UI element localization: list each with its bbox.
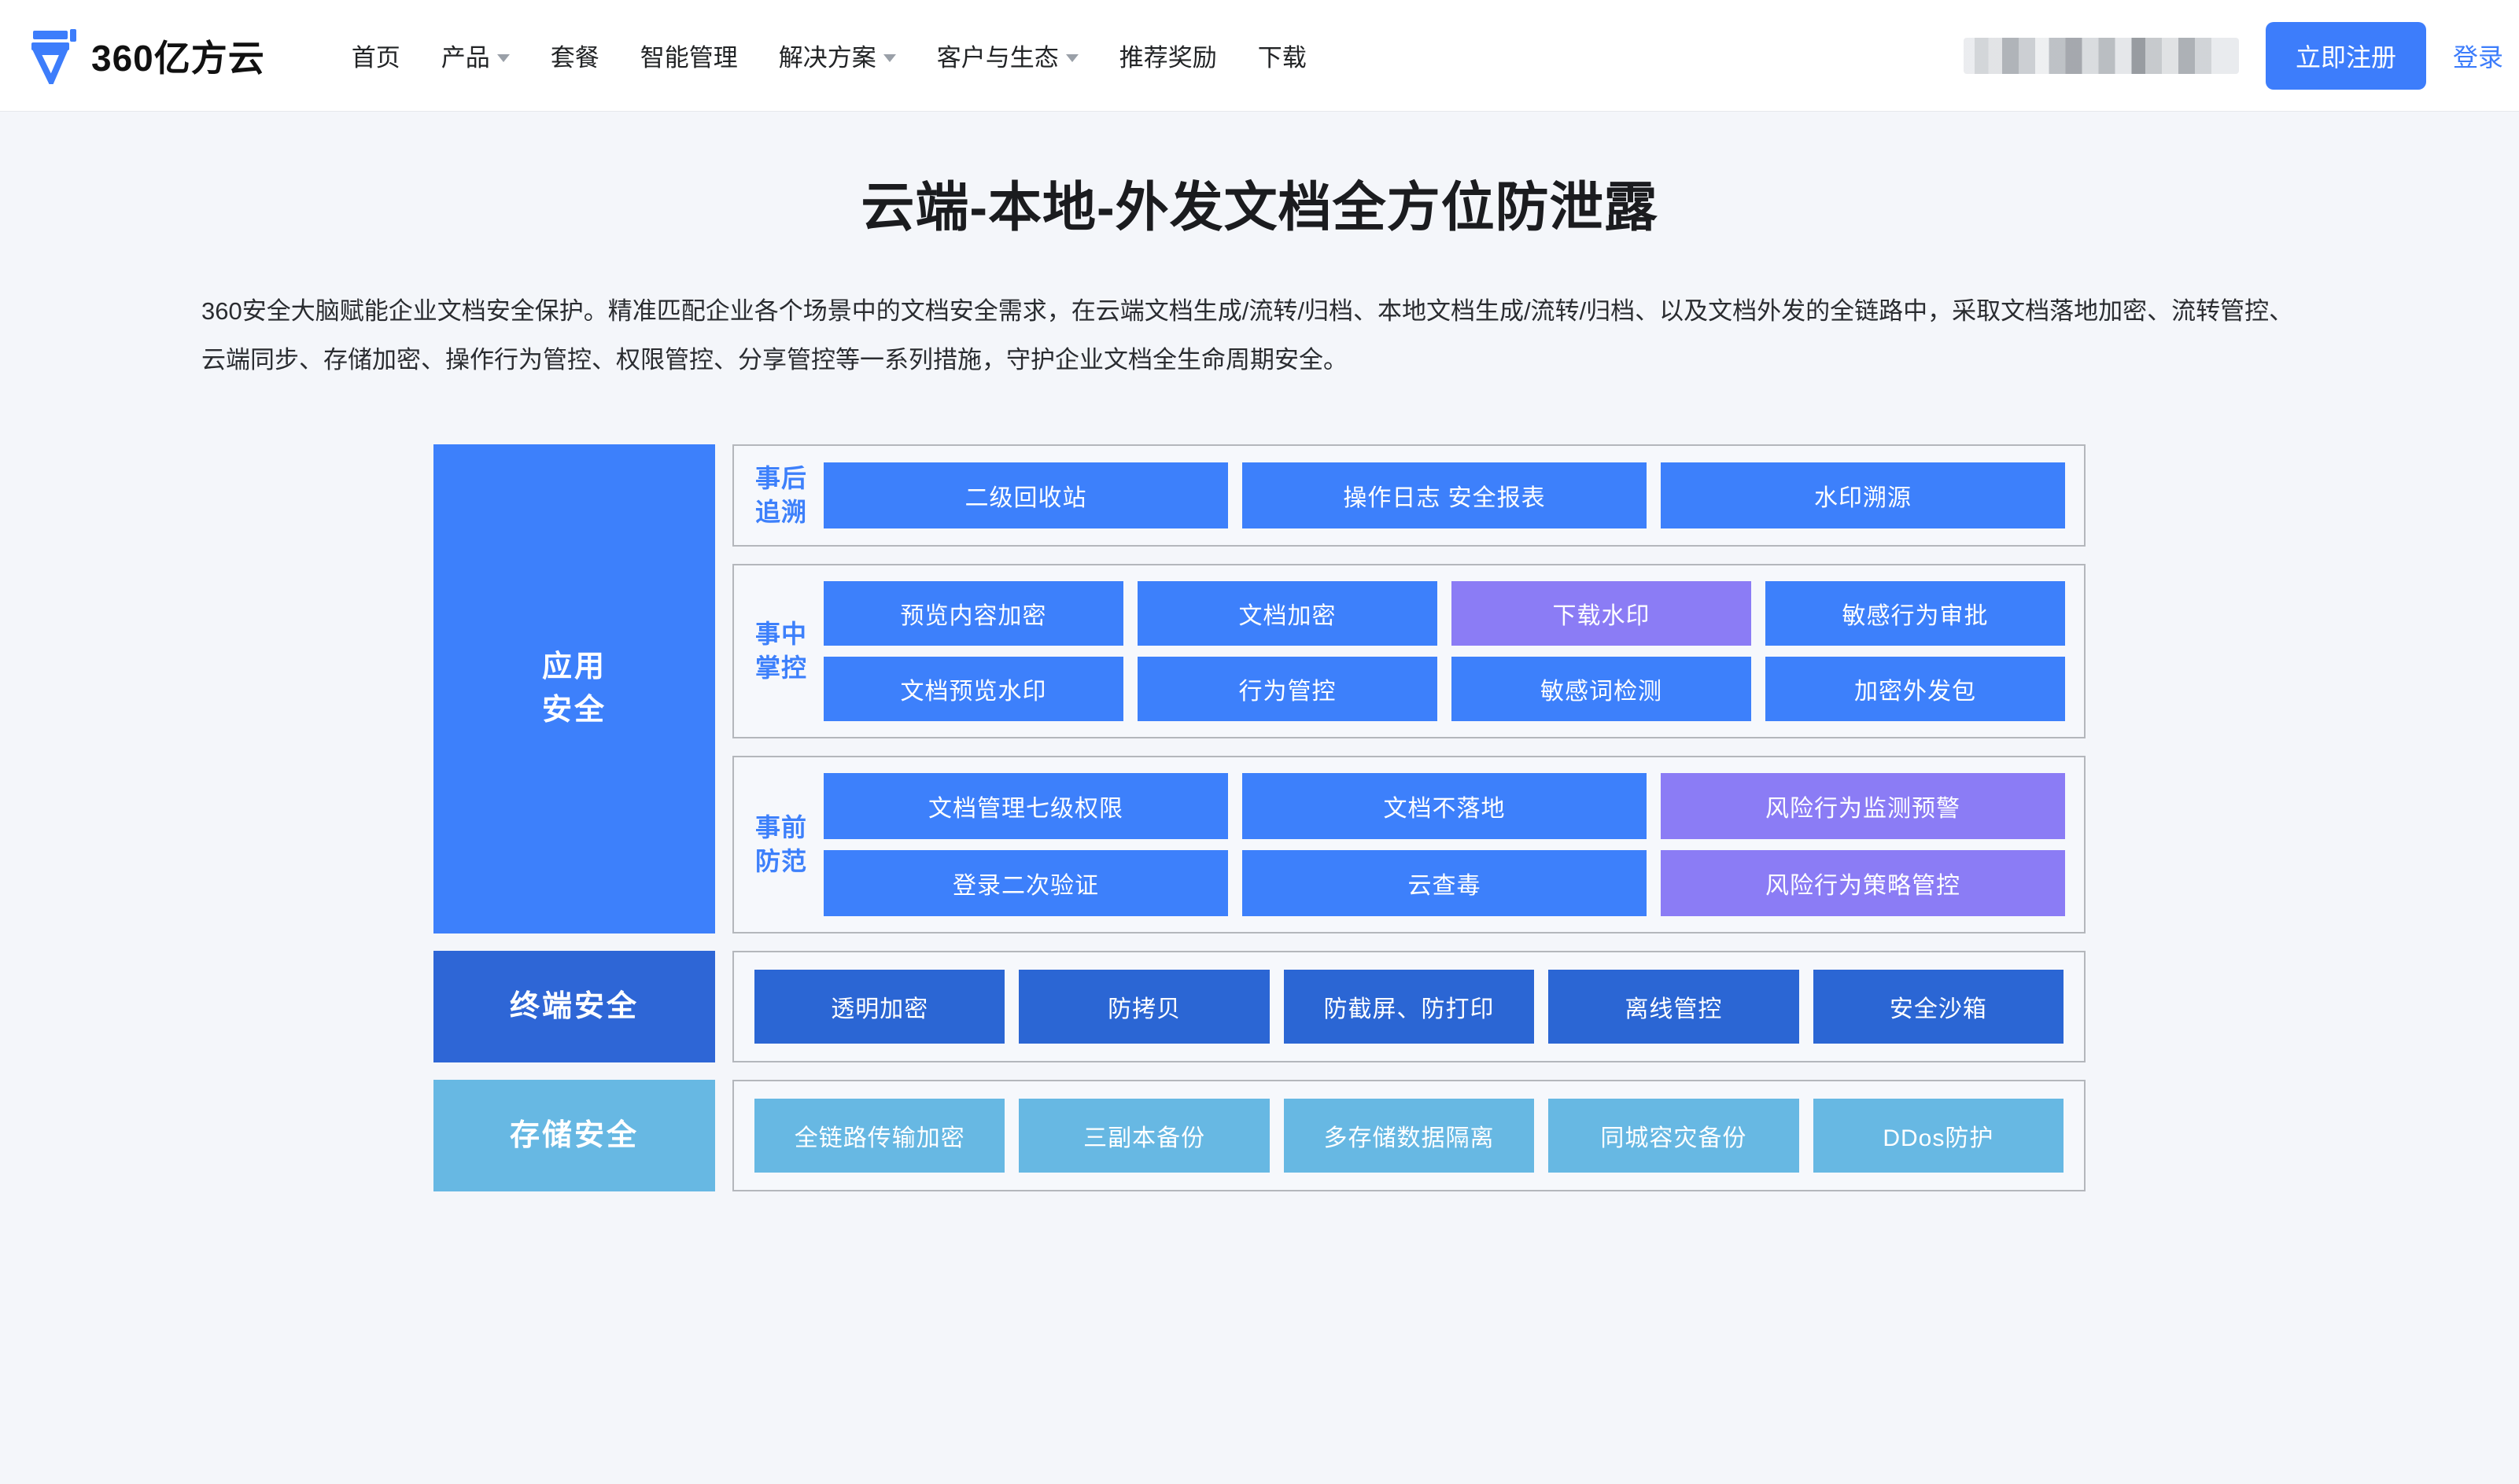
- storage-security-groups: 全链路传输加密 三副本备份 多存储数据隔离 同城容灾备份 DDos防护: [732, 1080, 2086, 1192]
- nav-item-home[interactable]: 首页: [331, 0, 421, 112]
- group-panel-pre-incident-prevention: 事前 防范 文档管理七级权限 文档不落地 风险行为监测预警 登录二次验证 云查毒…: [732, 756, 2086, 934]
- brand-name: 360亿方云: [91, 37, 265, 79]
- tile-grid: 透明加密 防拷贝 防截屏、防打印 离线管控 安全沙箱: [754, 970, 2064, 1044]
- band-terminal-security: 终端安全 透明加密 防拷贝 防截屏、防打印 离线管控 安全沙箱: [433, 951, 2086, 1063]
- tile-triple-replica-backup[interactable]: 三副本备份: [1019, 1099, 1270, 1173]
- chevron-down-icon: [1065, 53, 1079, 62]
- band-storage-security: 存储安全 全链路传输加密 三副本备份 多存储数据隔离 同城容灾备份 DDos防护: [433, 1080, 2086, 1192]
- group-label-line1: 事中: [754, 620, 807, 649]
- group-panel-post-incident-trace: 事后 追溯 二级回收站 操作日志 安全报表 水印溯源: [732, 444, 2086, 547]
- category-label-application-security: 应用 安全: [433, 444, 715, 934]
- tile-row: 二级回收站 操作日志 安全报表 水印溯源: [824, 462, 2065, 529]
- tile-anti-screenshot-anti-print[interactable]: 防截屏、防打印: [1283, 970, 1535, 1044]
- nav-label: 产品: [441, 44, 490, 72]
- group-panel-terminal-security: 透明加密 防拷贝 防截屏、防打印 离线管控 安全沙箱: [732, 951, 2086, 1063]
- nav-item-solutions[interactable]: 解决方案: [758, 0, 917, 112]
- group-label-in-process-control: 事中 掌控: [753, 617, 810, 685]
- nav-label: 首页: [351, 44, 400, 72]
- page-title: 云端-本地-外发文档全方位防泄露: [861, 178, 1658, 238]
- tile-risk-behavior-policy-control[interactable]: 风险行为策略管控: [1661, 850, 2065, 917]
- group-label-post-incident-trace: 事后 追溯: [753, 462, 810, 529]
- main-nav: 首页 产品 套餐 智能管理 解决方案 客户与生态 推荐奖励 下载: [331, 0, 1327, 112]
- tile-security-sandbox[interactable]: 安全沙箱: [1813, 970, 2064, 1044]
- chevron-down-icon: [496, 53, 510, 62]
- tile-no-local-document-landing[interactable]: 文档不落地: [1242, 773, 1647, 840]
- group-label-line2: 追溯: [754, 498, 807, 527]
- tile-transparent-encryption[interactable]: 透明加密: [754, 970, 1005, 1044]
- tile-grid: 预览内容加密 文档加密 下载水印 敏感行为审批 文档预览水印 行为管控 敏感词检…: [824, 581, 2065, 722]
- tile-download-watermark[interactable]: 下载水印: [1451, 581, 1751, 646]
- tile-offline-control[interactable]: 离线管控: [1548, 970, 1799, 1044]
- category-label-line2: 安全: [541, 694, 607, 727]
- security-architecture-diagram: 应用 安全 事后 追溯 二级回收站 操作日志 安全报表 水印溯源: [433, 444, 2086, 1192]
- category-label-terminal-security: 终端安全: [433, 951, 715, 1063]
- tile-secondary-recycle-bin[interactable]: 二级回收站: [824, 462, 1228, 529]
- tile-multi-storage-data-isolation[interactable]: 多存储数据隔离: [1283, 1099, 1535, 1173]
- application-security-groups: 事后 追溯 二级回收站 操作日志 安全报表 水印溯源 事中 掌控: [732, 444, 2086, 934]
- tile-encrypted-outbound-package[interactable]: 加密外发包: [1765, 657, 2065, 722]
- tile-risk-behavior-monitoring-alert[interactable]: 风险行为监测预警: [1661, 773, 2065, 840]
- tile-preview-content-encryption[interactable]: 预览内容加密: [824, 581, 1123, 646]
- tile-grid: 文档管理七级权限 文档不落地 风险行为监测预警 登录二次验证 云查毒 风险行为策…: [824, 773, 2065, 917]
- hero-section: 云端-本地-外发文档全方位防泄露 360安全大脑赋能企业文档安全保护。精准匹配企…: [0, 112, 2519, 385]
- tile-behavior-control[interactable]: 行为管控: [1138, 657, 1437, 722]
- nav-label: 推荐奖励: [1119, 44, 1217, 72]
- tile-row: 预览内容加密 文档加密 下载水印 敏感行为审批: [824, 581, 2065, 646]
- redacted-contact-region: [1963, 37, 2239, 74]
- nav-item-smart-management[interactable]: 智能管理: [620, 0, 758, 112]
- tile-watermark-tracing[interactable]: 水印溯源: [1661, 462, 2065, 529]
- group-label-pre-incident-prevention: 事前 防范: [753, 811, 810, 878]
- site-header: 360亿方云 首页 产品 套餐 智能管理 解决方案 客户与生态 推荐奖励 下载: [0, 0, 2519, 112]
- nav-label: 客户与生态: [936, 44, 1059, 72]
- tile-same-city-disaster-backup[interactable]: 同城容灾备份: [1548, 1099, 1799, 1173]
- nav-item-packages[interactable]: 套餐: [530, 0, 620, 112]
- tile-grid: 二级回收站 操作日志 安全报表 水印溯源: [824, 462, 2065, 529]
- tile-ddos-protection[interactable]: DDos防护: [1813, 1099, 2064, 1173]
- tile-sensitive-behavior-approval[interactable]: 敏感行为审批: [1765, 581, 2065, 646]
- tile-grid: 全链路传输加密 三副本备份 多存储数据隔离 同城容灾备份 DDos防护: [754, 1099, 2064, 1173]
- tile-operation-log-security-report[interactable]: 操作日志 安全报表: [1242, 462, 1647, 529]
- tile-login-two-factor[interactable]: 登录二次验证: [824, 850, 1228, 917]
- category-label-line1: 应用: [541, 650, 607, 684]
- group-label-line1: 事前: [754, 813, 807, 842]
- tile-full-link-transmission-encryption[interactable]: 全链路传输加密: [754, 1099, 1005, 1173]
- login-link[interactable]: 登录: [2452, 42, 2503, 72]
- nav-item-referral-rewards[interactable]: 推荐奖励: [1099, 0, 1237, 112]
- chevron-down-icon: [883, 53, 896, 62]
- terminal-security-groups: 透明加密 防拷贝 防截屏、防打印 离线管控 安全沙箱: [732, 951, 2086, 1063]
- group-label-line1: 事后: [754, 464, 807, 492]
- nav-item-download[interactable]: 下载: [1237, 0, 1327, 112]
- tile-document-encryption[interactable]: 文档加密: [1138, 581, 1437, 646]
- register-button[interactable]: 立即注册: [2265, 21, 2426, 90]
- nav-label: 下载: [1257, 44, 1307, 72]
- tile-row: 登录二次验证 云查毒 风险行为策略管控: [824, 850, 2065, 917]
- tile-row: 文档预览水印 行为管控 敏感词检测 加密外发包: [824, 657, 2065, 722]
- nav-label: 智能管理: [640, 44, 738, 72]
- tile-seven-level-permissions[interactable]: 文档管理七级权限: [824, 773, 1228, 840]
- tile-row: 文档管理七级权限 文档不落地 风险行为监测预警: [824, 773, 2065, 840]
- brand-logo[interactable]: 360亿方云: [30, 28, 265, 84]
- band-application-security: 应用 安全 事后 追溯 二级回收站 操作日志 安全报表 水印溯源: [433, 444, 2086, 934]
- group-panel-in-process-control: 事中 掌控 预览内容加密 文档加密 下载水印 敏感行为审批 文档预览水印 行为管…: [732, 564, 2086, 739]
- tile-document-preview-watermark[interactable]: 文档预览水印: [824, 657, 1123, 722]
- nav-item-customers-ecosystem[interactable]: 客户与生态: [917, 0, 1099, 112]
- nav-item-products[interactable]: 产品: [421, 0, 530, 112]
- group-panel-storage-security: 全链路传输加密 三副本备份 多存储数据隔离 同城容灾备份 DDos防护: [732, 1080, 2086, 1192]
- tile-row: 全链路传输加密 三副本备份 多存储数据隔离 同城容灾备份 DDos防护: [754, 1099, 2064, 1173]
- yifangyun-logo-icon: [31, 28, 76, 84]
- tile-sensitive-word-detection[interactable]: 敏感词检测: [1451, 657, 1751, 722]
- nav-label: 套餐: [550, 44, 599, 72]
- tile-cloud-antivirus[interactable]: 云查毒: [1242, 850, 1647, 917]
- group-label-line2: 掌控: [754, 654, 807, 683]
- nav-label: 解决方案: [778, 44, 876, 72]
- group-label-line2: 防范: [754, 847, 807, 876]
- hero-description: 360安全大脑赋能企业文档安全保护。精准匹配企业各个场景中的文档安全需求，在云端…: [201, 297, 2294, 374]
- header-actions: 立即注册 登录: [1963, 21, 2519, 90]
- tile-anti-copy[interactable]: 防拷贝: [1019, 970, 1270, 1044]
- category-label-storage-security: 存储安全: [433, 1080, 715, 1192]
- tile-row: 透明加密 防拷贝 防截屏、防打印 离线管控 安全沙箱: [754, 970, 2064, 1044]
